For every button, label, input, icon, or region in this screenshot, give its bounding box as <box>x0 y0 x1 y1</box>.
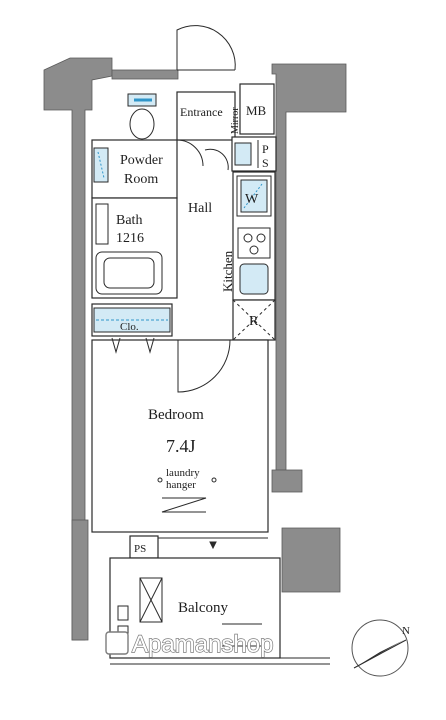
stove-fixture <box>237 227 271 259</box>
bath-label-2: 1216 <box>116 231 144 246</box>
kitchen-sink <box>239 263 269 295</box>
watermark-text: Apamanshop <box>132 631 273 658</box>
toilet-fixture <box>127 93 157 140</box>
laundry-hanger-label-2: hanger <box>166 479 196 491</box>
watermark-logo-mark <box>105 631 129 655</box>
ps-bottom-label: PS <box>134 543 146 555</box>
closet-fixture <box>93 307 171 354</box>
laundry-hanger-label-1: laundry <box>166 467 200 479</box>
compass-icon: N <box>351 619 410 677</box>
bath-label-1: Bath <box>116 213 142 228</box>
entrance-label: Entrance <box>180 105 223 119</box>
laundry-hanger-dot-right <box>211 477 217 483</box>
doors <box>176 25 236 393</box>
laundry-hanger-dot-left <box>157 477 163 483</box>
compass-north-label: N <box>402 625 410 637</box>
bedroom-size: 7.4J <box>166 436 196 456</box>
bedroom-label: Bedroom <box>148 407 204 423</box>
fridge-fixture <box>232 299 276 341</box>
bath-fixtures <box>95 203 163 295</box>
hall-label: Hall <box>188 201 212 216</box>
kitchen-label: Kitchen <box>220 250 235 292</box>
washer-label: W <box>245 192 259 207</box>
powder-room-label-2: Room <box>124 172 158 187</box>
exterior-walls <box>43 57 347 641</box>
balcony-label: Balcony <box>178 600 228 616</box>
powder-room-label-1: Powder <box>120 153 163 168</box>
mirror-label: Mirror <box>230 107 241 134</box>
closet-label: Clo. <box>120 321 139 333</box>
washer-fixture <box>236 175 272 217</box>
mb-label: MB <box>246 103 267 118</box>
ps-top-s-label: S <box>262 156 269 170</box>
ps-top-fixture <box>234 140 259 168</box>
refrigerator-label: R <box>249 314 259 329</box>
bedroom-details <box>158 452 269 550</box>
ps-top-p-label: P <box>262 142 269 156</box>
interior-walls <box>91 83 281 659</box>
powder-sink <box>93 147 109 183</box>
